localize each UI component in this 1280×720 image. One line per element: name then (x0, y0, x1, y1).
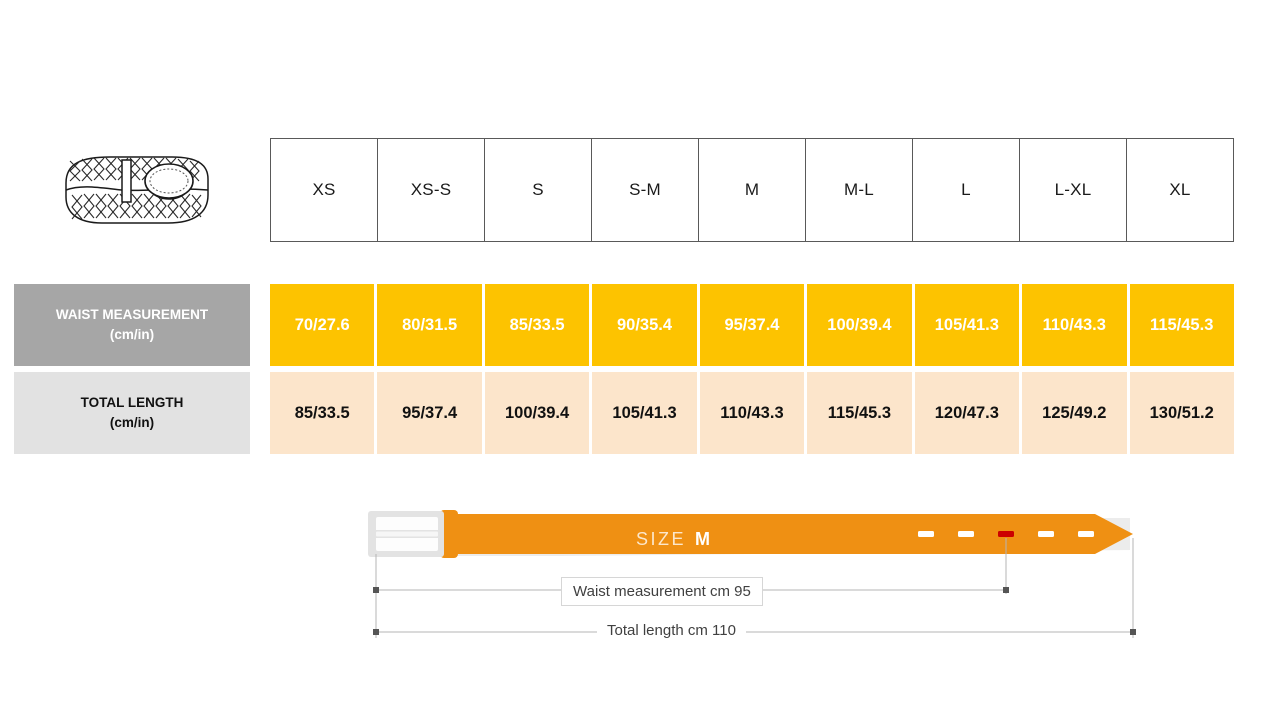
belt-measurement-diagram (340, 498, 1170, 658)
waist-measurement-label: WAIST MEASUREMENT (cm/in) (14, 284, 250, 366)
size-header-cell-xs-s: XS-S (378, 139, 485, 241)
length-value-m: 110/43.3 (699, 372, 808, 454)
length-value-xs-s: 95/37.4 (377, 372, 485, 454)
total-length-label: TOTAL LENGTH (cm/in) (14, 372, 250, 454)
waist-value-m-l: 100/39.4 (807, 284, 915, 366)
waist-measurement-values: 70/27.6 80/31.5 85/33.5 90/35.4 95/37.4 … (270, 284, 1234, 366)
length-value-xl: 130/51.2 (1129, 372, 1234, 454)
waist-value-s-m: 90/35.4 (592, 284, 700, 366)
waist-value-xs-s: 80/31.5 (377, 284, 485, 366)
braided-belt-icon (52, 143, 220, 243)
waist-value-m: 95/37.4 (699, 284, 808, 366)
total-length-label-text: TOTAL LENGTH (80, 394, 184, 410)
size-header-cell-s-m: S-M (592, 139, 699, 241)
size-header-cell-l-xl: L-XL (1020, 139, 1127, 241)
size-header-cell-m-l: M-L (806, 139, 913, 241)
size-header-cell-l: L (913, 139, 1020, 241)
length-value-l-xl: 125/49.2 (1022, 372, 1130, 454)
waist-dimension-label: Waist measurement cm 95 (561, 577, 763, 606)
waist-value-s: 85/33.5 (484, 284, 593, 366)
length-value-l: 120/47.3 (914, 372, 1023, 454)
total-length-unit: (cm/in) (109, 415, 155, 430)
waist-measurement-unit: (cm/in) (109, 327, 155, 342)
length-value-s: 100/39.4 (484, 372, 593, 454)
size-header-table: XS XS-S S S-M M M-L L L-XL XL (270, 138, 1234, 242)
waist-value-l-xl: 110/43.3 (1022, 284, 1130, 366)
size-header-cell-s: S (485, 139, 592, 241)
length-value-s-m: 105/41.3 (592, 372, 700, 454)
waist-value-xs: 70/27.6 (270, 284, 378, 366)
total-length-values: 85/33.5 95/37.4 100/39.4 105/41.3 110/43… (270, 372, 1234, 454)
waist-measurement-label-text: WAIST MEASUREMENT (55, 306, 209, 322)
size-header-cell-m: M (699, 139, 806, 241)
total-length-dimension-label: Total length cm 110 (597, 619, 746, 642)
waist-measurement-row: WAIST MEASUREMENT (cm/in) (14, 284, 250, 366)
size-header-cell-xs: XS (271, 139, 378, 241)
waist-value-l: 105/41.3 (914, 284, 1023, 366)
length-value-xs: 85/33.5 (270, 372, 378, 454)
total-length-row: TOTAL LENGTH (cm/in) (14, 372, 250, 454)
length-value-m-l: 115/45.3 (807, 372, 915, 454)
size-header-cell-xl: XL (1169, 180, 1191, 199)
waist-value-xl: 115/45.3 (1129, 284, 1234, 366)
